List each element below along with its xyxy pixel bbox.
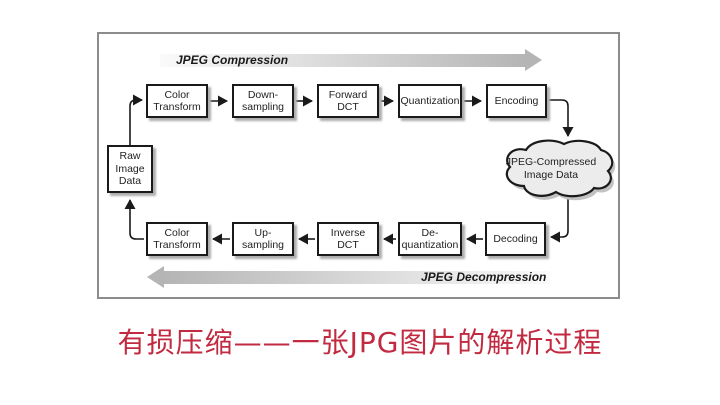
stage-box-decoding: Decoding — [485, 222, 546, 256]
page-title: 有损压缩——一张JPG图片的解析过程 — [117, 326, 603, 359]
stage-box-inverse-dct: Inverse DCT — [317, 222, 379, 256]
stage-box-forward-dct: Forward DCT — [317, 84, 379, 118]
stage-box-down-sampling: Down- sampling — [232, 84, 294, 118]
stage-box-color-transform-top: Color Transform — [146, 84, 208, 118]
raw-image-data-box: Raw Image Data — [107, 145, 153, 193]
compression-label: JPEG Compression — [176, 53, 289, 67]
stage-box-quantization: Quantization — [398, 84, 462, 118]
decompression-direction-arrow — [164, 271, 550, 284]
compression-arrow-head-icon — [525, 49, 542, 71]
decompression-arrow-head-icon — [147, 266, 164, 288]
decompression-label: JPEG Decompression — [421, 270, 547, 284]
cloud-label: JPEG-Compressed Image Data — [505, 156, 597, 182]
stage-box-color-transform-bottom: Color Transform — [146, 222, 208, 256]
compression-direction-arrow — [160, 54, 525, 67]
stage-box-de-quantization: De- quantization — [398, 222, 462, 256]
stage-box-up-sampling: Up- sampling — [232, 222, 294, 256]
stage-box-encoding: Encoding — [486, 84, 547, 118]
